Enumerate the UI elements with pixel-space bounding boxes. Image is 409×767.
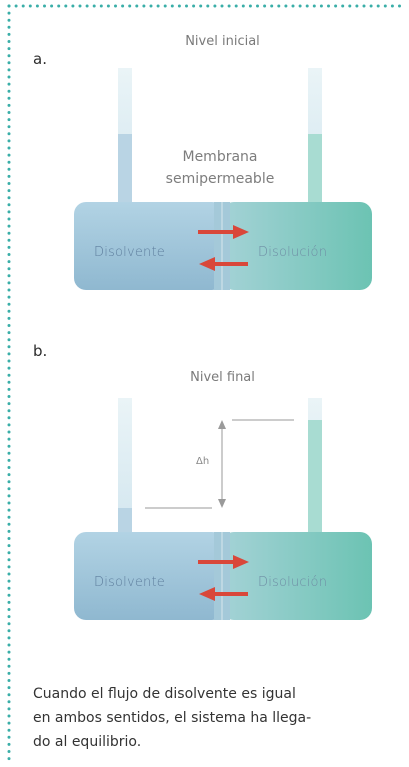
panel-b-caption: Nivel final — [190, 370, 255, 385]
membrane-label-line2: semipermeable — [165, 171, 275, 187]
panel-a-caption: Nivel inicial — [185, 34, 260, 49]
arrow-left — [199, 257, 248, 271]
membrane-label-line1: Membrana — [182, 149, 258, 165]
caption-line-1: Cuando el flujo de disolvente es igual — [33, 686, 296, 702]
arrow-right — [198, 555, 249, 569]
panel-b-letter: b. — [33, 342, 48, 360]
arrow-right — [198, 225, 249, 239]
caption-line-2: en ambos sentidos, el sistema ha llega- — [33, 710, 312, 726]
osmosis-apparatus-a — [74, 68, 372, 290]
caption-line-3: do al equilibrio. — [33, 734, 142, 750]
solution-label: Disolución — [258, 245, 328, 260]
left-tube — [118, 398, 132, 538]
delta-h-label: Δh — [196, 456, 210, 467]
right-tube-liquid — [308, 420, 322, 538]
solvent-label: Disolvente — [94, 245, 165, 260]
solvent-label: Disolvente — [94, 575, 165, 590]
panel-b-diagram: Δh Disolvente Disolución — [0, 390, 409, 640]
right-tube-liquid — [308, 134, 322, 208]
solvent-compartment — [74, 532, 224, 620]
solution-compartment — [222, 532, 372, 620]
panel-a-diagram: Membrana semipermeable Disolvente Disolu… — [0, 60, 409, 310]
caption-paragraph: Cuando el flujo de disolvente es igual e… — [33, 682, 393, 754]
membrane-label: Membrana semipermeable — [120, 146, 320, 190]
osmosis-apparatus-b — [74, 398, 372, 620]
solution-compartment — [222, 202, 372, 290]
left-tube-liquid — [118, 134, 132, 208]
left-tube-liquid — [118, 508, 132, 538]
panel-a-letter: a. — [33, 50, 47, 68]
delta-h-arrow — [218, 420, 226, 508]
arrow-left — [199, 587, 248, 601]
solvent-compartment — [74, 202, 224, 290]
solution-label: Disolución — [258, 575, 328, 590]
